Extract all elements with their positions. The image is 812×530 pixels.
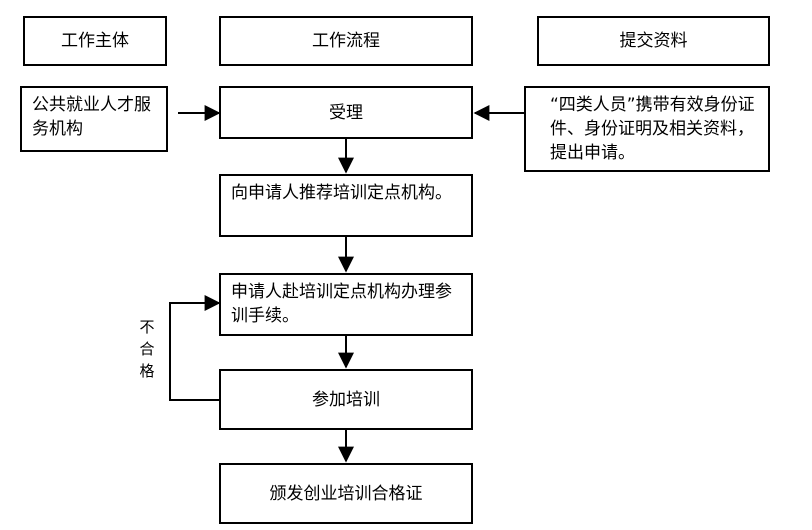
- step-accept: 受理: [219, 86, 473, 139]
- header-materials: 提交资料: [537, 16, 770, 66]
- materials-label: “四类人员”携带有效身份证件、身份证明及相关资料，提出申请。: [550, 95, 755, 163]
- step-training: 参加培训: [219, 369, 473, 430]
- step-accept-label: 受理: [329, 102, 363, 123]
- header-process: 工作流程: [219, 16, 473, 66]
- step-certificate: 颁发创业培训合格证: [219, 463, 473, 524]
- arrow-fail-loop: [169, 295, 221, 401]
- step-register: 申请人赴培训定点机构办理参训手续。: [219, 273, 473, 336]
- agency-label: 公共就业人才服务机构: [32, 95, 151, 139]
- agency-box: 公共就业人才服务机构: [20, 86, 168, 152]
- materials-box: “四类人员”携带有效身份证件、身份证明及相关资料，提出申请。: [524, 86, 770, 172]
- header-process-label: 工作流程: [312, 31, 380, 51]
- step-training-label: 参加培训: [312, 389, 380, 410]
- header-subject: 工作主体: [23, 16, 167, 66]
- step-recommend: 向申请人推荐培训定点机构。: [219, 174, 473, 237]
- header-subject-label: 工作主体: [61, 31, 129, 51]
- step-recommend-label: 向申请人推荐培训定点机构。: [231, 183, 452, 203]
- header-materials-label: 提交资料: [619, 31, 688, 51]
- fail-loop-label: 不合格: [139, 318, 155, 380]
- step-register-label: 申请人赴培训定点机构办理参训手续。: [231, 282, 452, 326]
- step-certificate-label: 颁发创业培训合格证: [269, 483, 423, 504]
